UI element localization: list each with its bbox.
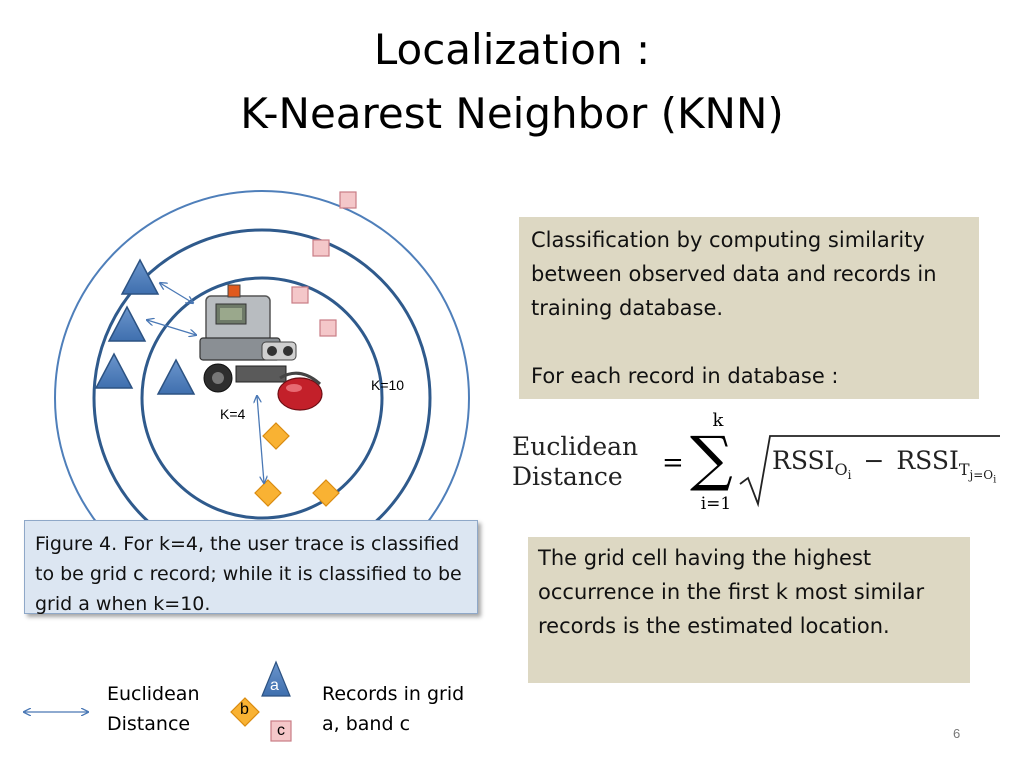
- slide-number: 6: [953, 726, 961, 741]
- info-grid-cell-text: The grid cell having the highest occurre…: [538, 546, 925, 638]
- legend-euclidean-line1: Euclidean: [107, 683, 200, 705]
- legend-records-line2: a, band c: [322, 713, 411, 735]
- formula-sub-i2: i: [993, 474, 997, 486]
- diamond-record: [254, 479, 282, 507]
- sum-upper-limit: k: [712, 410, 724, 431]
- figure-caption: Figure 4. For k=4, the user trace is cla…: [35, 533, 462, 615]
- formula-lhs-line2: Distance: [512, 462, 623, 491]
- formula-rssi-t: RSSI: [896, 446, 959, 475]
- legend-euclidean-line2: Distance: [107, 713, 191, 735]
- info-box-grid-cell: The grid cell having the highest occurre…: [528, 537, 970, 683]
- distance-arrow: [147, 320, 196, 335]
- square-record: [319, 319, 337, 337]
- legend-letter-a: a: [270, 677, 279, 694]
- legend-letter-c: c: [277, 722, 285, 739]
- k4-label: K=4: [220, 406, 246, 422]
- formula-sub-t: T: [958, 460, 970, 479]
- info-classification-text: Classification by computing similarity b…: [531, 228, 937, 320]
- distance-arrow: [257, 396, 264, 483]
- triangle-record: [107, 305, 147, 342]
- formula-sub-i: i: [847, 468, 852, 483]
- formula-sub-o: O: [834, 460, 848, 479]
- sum-lower-limit: i=1: [700, 494, 732, 514]
- triangle-record: [156, 358, 196, 395]
- diamond-record: [312, 479, 340, 507]
- title-line-1: Localization :: [373, 25, 651, 74]
- triangle-record: [120, 258, 160, 295]
- legend-euclidean-label: Euclidean Distance: [107, 679, 200, 739]
- legend-records-label: Records in grid a, band c: [322, 679, 464, 739]
- k10-label: K=10: [371, 377, 405, 393]
- square-record: [312, 239, 330, 257]
- triangle-record: [94, 352, 134, 389]
- legend-square: [270, 720, 292, 742]
- diamond-record: [262, 422, 290, 450]
- title-line-2: K-Nearest Neighbor (KNN): [240, 89, 784, 138]
- formula-rssi-o: RSSI: [772, 446, 835, 475]
- distance-arrow: [160, 283, 193, 303]
- legend-letter-b: b: [240, 701, 249, 718]
- figure-caption-box: Figure 4. For k=4, the user trace is cla…: [24, 520, 478, 615]
- inner-ring: [140, 276, 384, 520]
- robot-icon: [199, 284, 323, 411]
- euclidean-formula: Euclidean Distance = k ∑ i=1 RSSIOi − RS…: [510, 410, 1010, 520]
- legend-records-line1: Records in grid: [322, 683, 465, 705]
- info-box-classification: Classification by computing similarity b…: [519, 217, 979, 399]
- formula-equals: =: [662, 448, 684, 478]
- formula-minus: −: [863, 446, 885, 475]
- slide-title: Localization : K-Nearest Neighbor (KNN): [0, 18, 1024, 146]
- info-each-record-text: For each record in database :: [531, 364, 839, 388]
- formula-lhs-line1: Euclidean: [512, 432, 639, 461]
- square-record: [291, 286, 309, 304]
- formula-sub-j: j=O: [969, 468, 994, 483]
- legend-diamond: [230, 697, 260, 727]
- sigma-icon: ∑: [690, 424, 733, 494]
- legend-triangle: [261, 660, 291, 697]
- square-record: [339, 191, 357, 209]
- sqrt-icon: [739, 435, 1000, 508]
